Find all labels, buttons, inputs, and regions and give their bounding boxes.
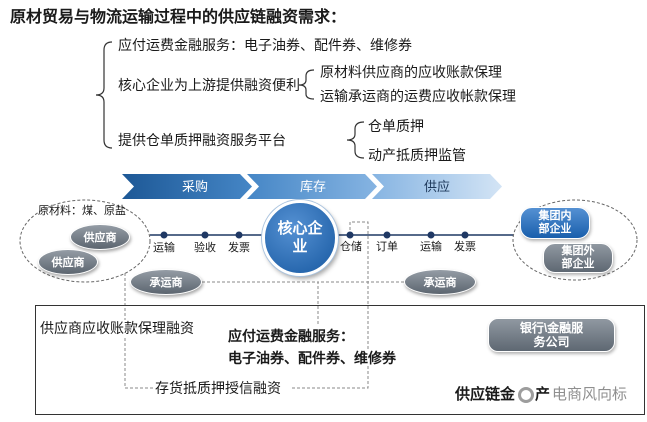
bank-finance-company-node: 银行\金融服务公司 (488, 318, 615, 352)
supplier-node: 供应商 (70, 224, 130, 250)
supplier-node-label: 供应商 (51, 257, 85, 269)
step-dot-transport-in (160, 231, 168, 239)
need-warehouse-platform-item: 仓单质押 (368, 118, 424, 134)
step-label-transport-in: 运输 (153, 242, 175, 254)
step-label-order: 订单 (376, 241, 398, 253)
stage-chevron-supply (372, 174, 502, 199)
internal-enterprise-node: 集团内部企业 (520, 207, 590, 239)
receivables-factoring-label: 供应商应收账款保理融资 (40, 320, 194, 336)
finance-assets-label-start: 供应链金 (455, 386, 516, 403)
external-enterprise-node: 集团外部企业 (543, 243, 613, 273)
need-core-financing-item: 原材料供应商的应收账款保理 (320, 64, 502, 80)
raw-materials-label: 原材料：煤、原盐 (38, 205, 126, 217)
upstream-group-outline (19, 199, 151, 283)
stage-chevron-procurement (122, 174, 252, 199)
stage-chevron-inventory (247, 174, 377, 199)
step-dot-transport-out (427, 231, 435, 239)
stage-label-supply: 供应 (424, 179, 450, 194)
stage-label-inventory: 库存 (300, 179, 326, 194)
step-dot-invoice-out (461, 231, 469, 239)
need-warehouse-platform-item: 动产抵质押监管 (368, 147, 466, 163)
watermark-text: 电商风向标 (552, 386, 628, 403)
bank-finance-company-label: 银行\金融服务公司 (519, 321, 584, 349)
step-dot-warehousing (346, 231, 354, 239)
step-label-invoice-in: 发票 (228, 242, 250, 254)
warehouse-platform-bracket (346, 121, 365, 159)
need-warehouse-platform: 提供仓单质押融资服务平台 (118, 132, 286, 148)
external-enterprise-label: 集团外部企业 (561, 245, 595, 270)
step-dot-order (383, 231, 391, 239)
needs-main-bracket (95, 41, 113, 149)
diagram-title: 原材贸易与物流运输过程中的供应链融资需求： (10, 9, 347, 26)
downstream-group-outline (512, 199, 638, 281)
step-dot-inspection (201, 231, 209, 239)
core-financing-bracket (298, 69, 315, 100)
stage-banner: 采购 库存 供应 (122, 174, 502, 199)
finance-assets-label-end: 产 (535, 386, 551, 403)
carrier-node-label: 承运商 (423, 277, 457, 289)
connector-carrier-to-freight-service (202, 281, 319, 326)
stage-label-procurement: 采购 (182, 179, 208, 194)
core-enterprise-label: 核心企业 (277, 220, 323, 255)
connector-warehouse-to-inventory-credit (292, 221, 369, 389)
step-dot-invoice-in (235, 231, 243, 239)
need-core-financing: 核心企业为上游提供融资便利 (118, 77, 300, 93)
core-enterprise-node: 核心企业 (262, 200, 338, 276)
supplier-node: 供应商 (38, 249, 98, 275)
step-label-inspection: 验收 (194, 242, 216, 254)
step-label-warehousing: 仓储 (340, 241, 362, 253)
freight-service-title: 应付运费金融服务： (228, 328, 354, 344)
inventory-credit-label: 存货抵质押授信融资 (155, 380, 281, 396)
supplier-node-label: 供应商 (83, 232, 117, 244)
flow-step-dots (160, 231, 469, 239)
carrier-node-label: 承运商 (149, 277, 183, 289)
connector-supplier-to-inventory-credit (124, 273, 153, 389)
step-label-invoice-out: 发票 (454, 241, 476, 253)
finance-assets-box (35, 305, 645, 415)
carrier-node: 承运商 (404, 269, 476, 295)
freight-service-items: 电子油券、配件券、维修券 (228, 350, 396, 366)
need-freight-service: 应付运费金融服务：电子油券、配件券、维修券 (118, 37, 412, 53)
internal-enterprise-label: 集团内部企业 (538, 210, 572, 235)
watermark-logo-icon (518, 387, 534, 403)
need-core-financing-item: 运输承运商的运费应收帐款保理 (320, 88, 516, 104)
carrier-node: 承运商 (130, 269, 202, 295)
step-label-transport-out: 运输 (420, 241, 442, 253)
